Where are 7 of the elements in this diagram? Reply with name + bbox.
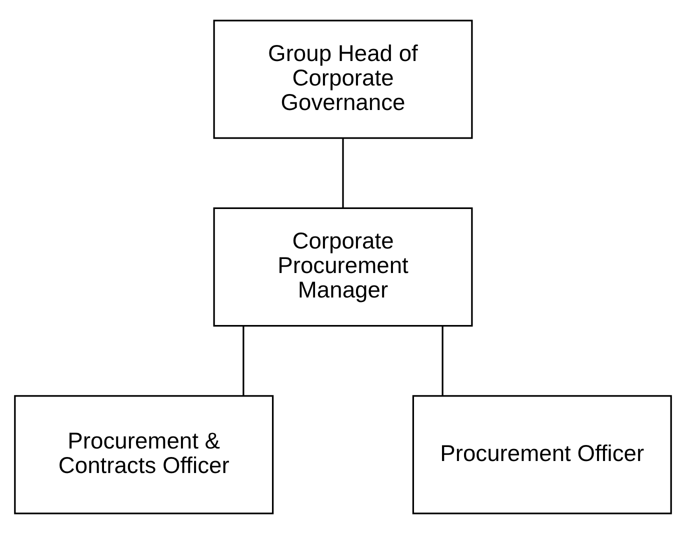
connector <box>242 325 244 395</box>
node-box: Procurement Officer <box>412 394 672 514</box>
connector <box>342 138 344 208</box>
node-box: Corporate Procurement Manager <box>213 206 473 326</box>
connector <box>442 325 444 395</box>
node-box: Group Head of Corporate Governance <box>213 19 473 138</box>
node-box: Procurement & Contracts Officer <box>14 394 274 514</box>
